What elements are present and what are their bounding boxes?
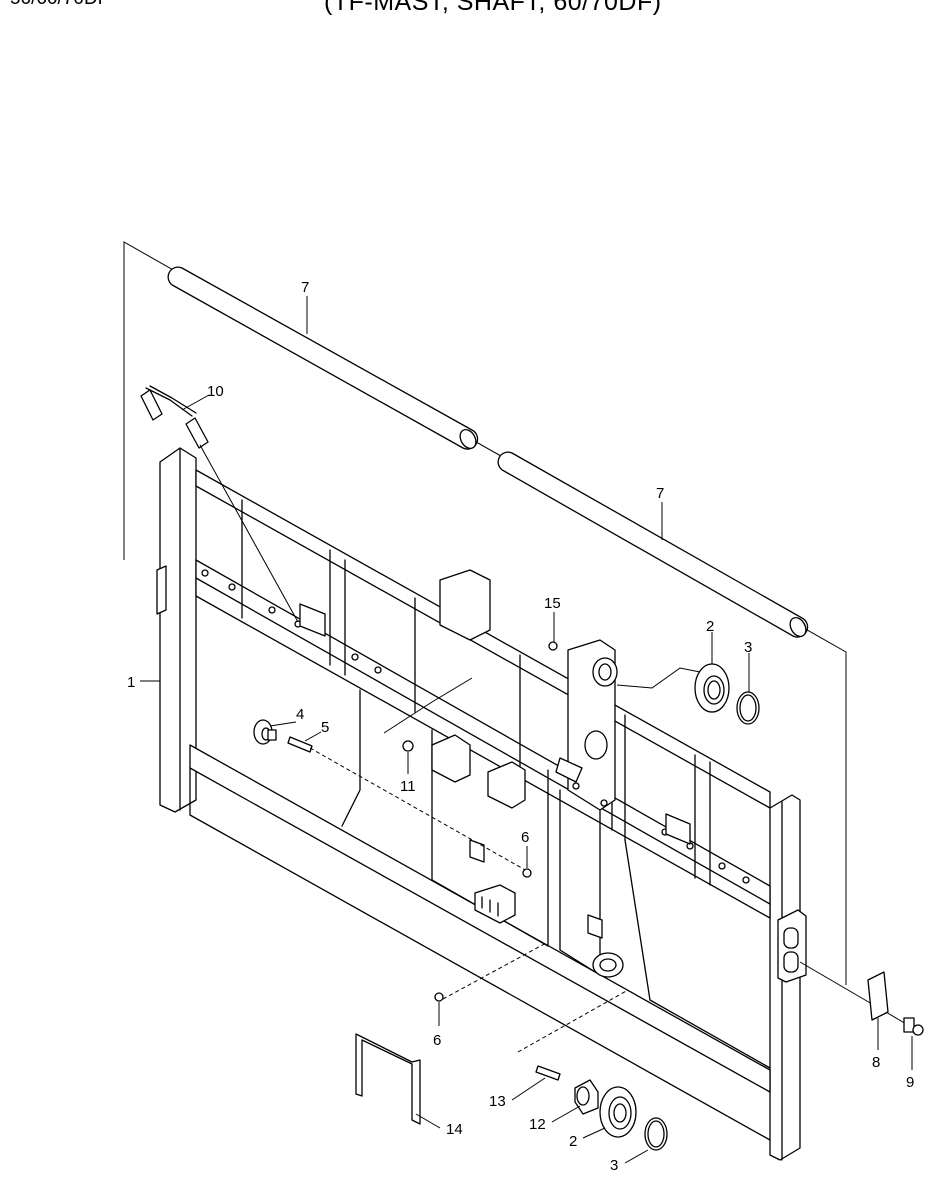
callout-13: 13 (489, 1093, 506, 1110)
plate-14 (355, 1033, 421, 1125)
callout-6-lower: 6 (433, 1032, 441, 1049)
callout-15: 15 (544, 595, 561, 612)
callout-5: 5 (321, 719, 329, 736)
dashed-guide-lower (517, 989, 629, 1053)
pivot-stub-middle (555, 730, 608, 783)
callout-leaders (140, 296, 913, 1164)
callout-2-lower: 2 (569, 1133, 577, 1150)
callout-1: 1 (127, 674, 135, 691)
pin-13 (535, 1065, 561, 1081)
callout-11: 11 (400, 778, 416, 795)
callout-8: 8 (872, 1054, 880, 1071)
bolt-15 (548, 641, 558, 651)
pivot-stub-upper (592, 657, 701, 689)
reference-outline (123, 241, 847, 985)
callout-6-middle: 6 (521, 829, 529, 846)
roller-4 (253, 719, 277, 745)
circlip-upper (736, 691, 760, 725)
shaft-upper (167, 266, 479, 450)
carriage-frame (156, 447, 807, 1161)
plate-8 (799, 961, 889, 1021)
bearing-upper (694, 663, 730, 713)
pin-5 (287, 736, 528, 872)
callout-3-upper: 3 (744, 639, 752, 656)
callout-10: 10 (207, 383, 224, 400)
callout-2-upper: 2 (706, 618, 714, 635)
callout-7-upper: 7 (301, 279, 309, 296)
circlip-lower (644, 1117, 668, 1151)
shaft-lower (497, 451, 809, 638)
model-code: 50/60/70DF (10, 0, 109, 10)
callout-9: 9 (906, 1074, 914, 1091)
lock-pin-chain (140, 385, 299, 623)
bearing-lower (599, 1086, 637, 1138)
callout-14: 14 (446, 1121, 463, 1138)
bolt-11 (383, 677, 473, 752)
callout-7-lower: 7 (656, 485, 664, 502)
collar-12 (574, 1079, 599, 1115)
callout-4: 4 (296, 706, 304, 723)
bolt-9 (885, 1011, 924, 1036)
nut-6-lower (434, 941, 549, 1002)
callout-3-lower: 3 (610, 1157, 618, 1174)
nut-6-middle (522, 868, 532, 878)
callout-labels: 7 7 10 15 2 3 1 4 5 11 6 6 13 12 2 3 14 … (127, 279, 914, 1174)
callout-12: 12 (529, 1116, 546, 1133)
section-title: (TF-MAST, SHAFT, 60/70DF) (324, 0, 662, 16)
